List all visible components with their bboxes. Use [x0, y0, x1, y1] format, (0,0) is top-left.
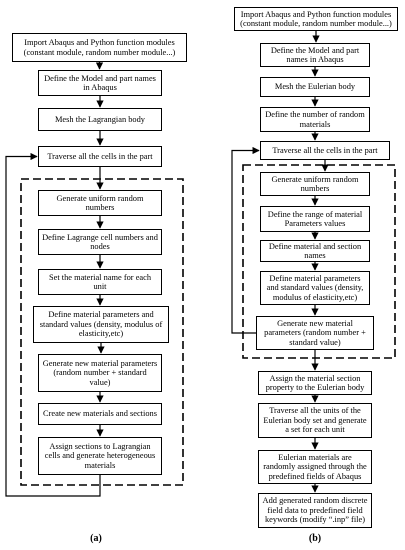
b-step-assign-section-property: Assign the material section property to …	[258, 371, 372, 395]
a-step-mesh-lagrangian: Mesh the Lagrangian body	[38, 108, 162, 131]
b-step-mesh-eulerian: Mesh the Eulerian body	[260, 77, 370, 97]
b-step-define-random-materials: Define the number of random materials	[260, 107, 370, 132]
b-step-generate-random: Generate uniform random numbers	[260, 172, 370, 196]
a-step-define-material-params: Define material parameters and standard …	[33, 306, 169, 343]
b-step-import-modules: Import Abaqus and Python function module…	[234, 7, 398, 31]
loop-region-b	[242, 164, 396, 359]
b-loop-back-arrow	[231, 146, 260, 334]
a-step-generate-random: Generate uniform random numbers	[38, 190, 162, 216]
b-step-add-field-data: Add generated random discrete field data…	[258, 493, 372, 528]
a-loop-back-arrow	[5, 152, 101, 497]
a-step-define-model: Define the Model and part names in Abaqu…	[38, 70, 162, 96]
b-step-assign-eulerian: Eulerian materials are randomly assigned…	[258, 450, 372, 484]
a-step-generate-new-params: Generate new material parameters (random…	[38, 354, 162, 392]
a-step-import-modules: Import Abaqus and Python function module…	[12, 33, 187, 62]
b-step-define-param-range: Define the range of material Parameters …	[260, 206, 370, 232]
caption-a: (a)	[90, 533, 102, 544]
b-step-generate-new-params: Generate new material parameters (random…	[256, 316, 374, 350]
loop-region-a	[20, 178, 184, 486]
b-step-traverse-units: Traverse all the units of the Eulerian b…	[258, 403, 372, 438]
b-step-define-model: Define the Model and part names in Abaqu…	[260, 43, 370, 67]
a-step-set-material-name: Set the material name for each unit	[38, 269, 162, 295]
a-step-define-lagrange-cells: Define Lagrange cell numbers and nodes	[38, 229, 162, 255]
a-step-create-materials: Create new materials and sections	[38, 403, 162, 425]
a-step-assign-sections: Assign sections to Lagrangian cells and …	[38, 437, 162, 475]
b-step-traverse-cells: Traverse all the cells in the part	[260, 141, 390, 160]
b-step-define-material-params: Define material parameters and standard …	[260, 271, 370, 305]
caption-b: (b)	[308, 533, 322, 544]
b-step-define-names: Define material and section names	[260, 240, 370, 262]
a-step-traverse-cells: Traverse all the cells in the part	[38, 146, 162, 167]
